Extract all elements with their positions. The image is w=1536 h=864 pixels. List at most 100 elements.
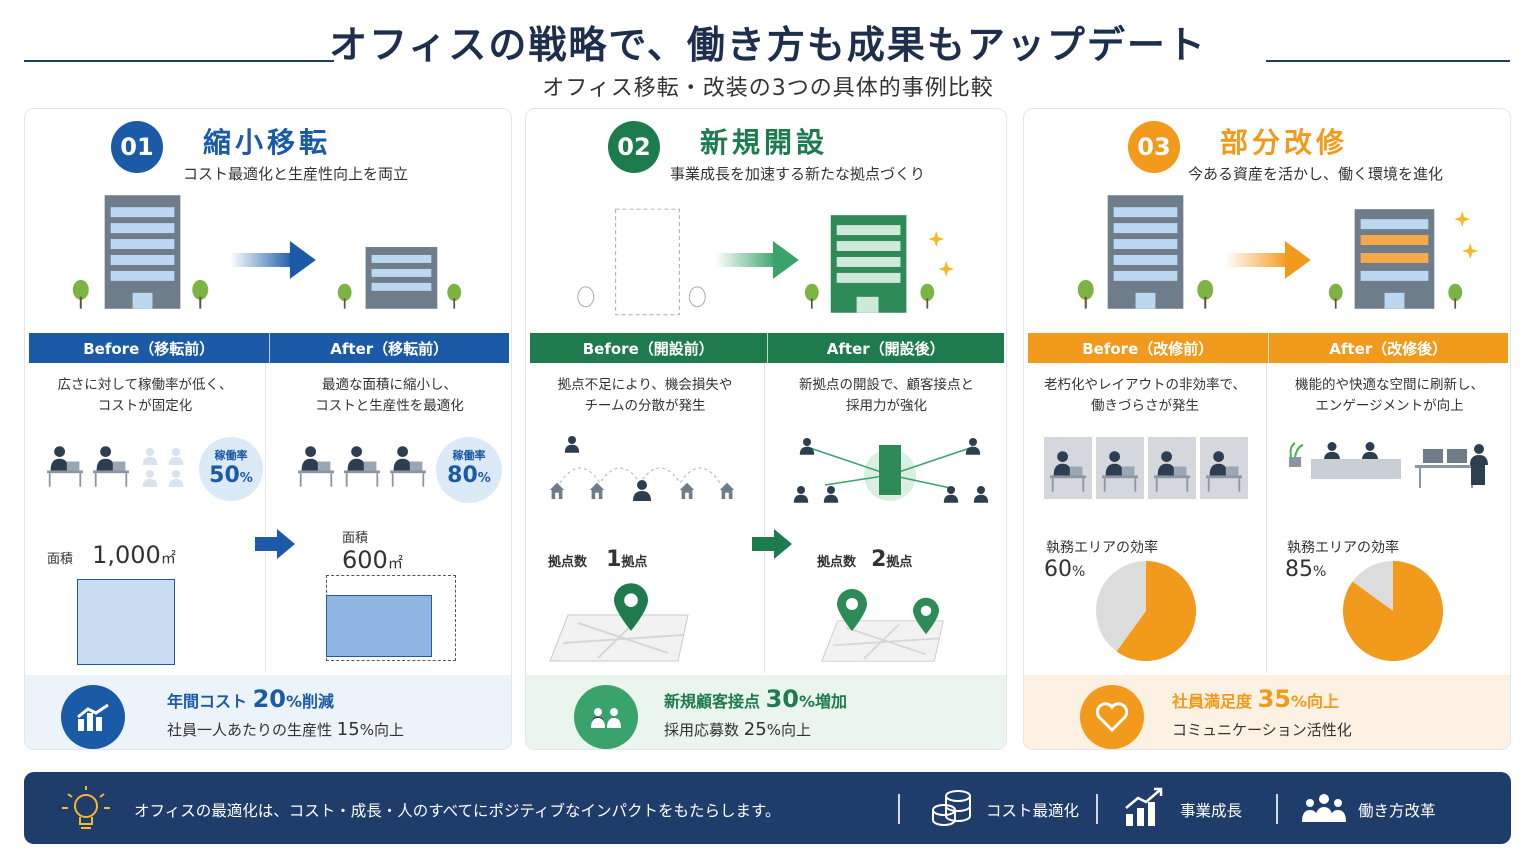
footer-item-growth: 事業成長 <box>1180 802 1243 820</box>
base-label: 拠点数 <box>548 555 588 570</box>
map-pin-icon <box>614 583 648 631</box>
footer-item-workstyle: 働き方改革 <box>1358 802 1436 820</box>
footer-message: オフィスの最適化は、コスト・成長・人のすべてにポジティブなインパクトをもたらしま… <box>134 802 781 820</box>
case-description: コスト最適化と生産性向上を両立 <box>183 165 409 183</box>
result-headline: 年間コスト 20%削減 <box>167 685 334 713</box>
efficiency-readout: 60% <box>1044 557 1085 582</box>
base-readout: 拠点数 2拠点 <box>817 547 912 572</box>
result-unit: %削減 <box>286 692 335 711</box>
after-label: After（開設後） <box>766 333 1005 363</box>
efficiency-unit: % <box>1072 564 1086 580</box>
result-headline: 新規顧客接点 30%増加 <box>664 685 847 713</box>
divider <box>265 363 266 673</box>
arrow-right-icon <box>752 529 792 559</box>
base-unit: 拠点 <box>886 555 913 570</box>
result-label: 新規顧客接点 <box>664 692 761 711</box>
area-unit: ㎡ <box>160 549 176 567</box>
sub-unit: %向上 <box>766 721 811 739</box>
after-text-1: 最適な面積に縮小し、 <box>322 377 457 393</box>
case-title: 部分改修 <box>1220 126 1349 159</box>
before-text-1: 老朽化やレイアウトの非効率で、 <box>1044 377 1246 393</box>
area-label: 面積 <box>342 531 369 546</box>
building-illustration <box>72 195 462 309</box>
result-value: 35 <box>1257 685 1291 713</box>
after-text-2: エンゲージメントが向上 <box>1315 398 1464 414</box>
map-pin-icon <box>913 597 939 635</box>
utilization-value: 80 <box>447 463 478 488</box>
area-label: 面積 <box>47 552 74 567</box>
page-title: オフィスの戦略で、働き方も成果もアップデート <box>329 23 1207 67</box>
before-text-2: コストが固定化 <box>97 398 193 414</box>
result-subline: 採用応募数 25%向上 <box>664 719 811 740</box>
efficiency-label: 執務エリアの効率 <box>1046 540 1158 556</box>
efficiency-unit: % <box>1313 564 1327 580</box>
sub-value: 15 <box>336 719 360 740</box>
team-icon <box>574 685 638 749</box>
new-office-illustration <box>1289 442 1488 488</box>
result-label: 年間コスト <box>167 692 248 711</box>
result-subline: 社員一人あたりの生産性 15%向上 <box>167 719 404 740</box>
chart-up-icon <box>61 685 125 749</box>
sub-unit: %向上 <box>359 721 404 739</box>
after-label: After（改修後） <box>1267 333 1509 363</box>
before-label: Before（移転前） <box>83 339 215 358</box>
building-illustration <box>577 208 955 316</box>
pie-slice <box>1116 561 1196 661</box>
before-column: 老朽化やレイアウトの非効率で、働きづらさが発生 執務エリアの効率 60% <box>1024 363 1266 673</box>
efficiency-readout: 85% <box>1285 557 1326 582</box>
utilization-badge: 稼働率 50% <box>199 437 263 501</box>
before-text-2: 働きづらさが発生 <box>1091 398 1199 414</box>
case-description: 今ある資産を活かし、働く環境を進化 <box>1188 165 1444 183</box>
result-subline: コミュニケーション活性化 <box>1172 721 1352 739</box>
result-panel: 社員満足度 35%向上 コミュニケーション活性化 <box>1024 675 1510 749</box>
after-text-2: 採用力が強化 <box>846 398 927 414</box>
result-label: 社員満足度 <box>1172 692 1253 711</box>
before-text-1: 広さに対して稼働率が低く、 <box>57 377 233 393</box>
case-number: 02 <box>608 121 660 173</box>
efficiency-pie <box>1096 561 1196 661</box>
before-after-bar: Before（改修前） After（改修後） <box>1028 333 1508 363</box>
heart-icon <box>1080 685 1144 749</box>
page-subtitle: オフィス移転・改装の3つの具体的事例比較 <box>542 76 994 101</box>
divider <box>764 363 765 673</box>
efficiency-value: 85 <box>1285 557 1313 582</box>
after-text-1: 機能的や快適な空間に刷新し、 <box>1295 377 1484 393</box>
after-column: 新拠点の開設で、顧客接点と採用力が強化 拠点数 2拠点 <box>765 363 1006 673</box>
result-unit: %増加 <box>799 692 848 711</box>
footer-divider <box>1096 794 1098 824</box>
after-text-1: 新拠点の開設で、顧客接点と <box>799 377 974 393</box>
before-after-bar: Before（移転前） After（移転前） <box>29 333 509 363</box>
desk-illustration <box>47 446 184 487</box>
base-label: 拠点数 <box>817 555 857 570</box>
people-group-icon <box>1302 794 1346 822</box>
lightbulb-icon <box>62 786 110 829</box>
before-text-2: チームの分散が発生 <box>584 398 706 414</box>
old-office-illustration <box>1044 437 1248 499</box>
pie-slice <box>1343 561 1443 661</box>
case-card-new-site: 02 新規開設 事業成長を加速する新たな拠点づくり Before（開設前） Af… <box>525 108 1007 750</box>
case-number: 03 <box>1128 121 1180 173</box>
desk-illustration <box>298 446 426 487</box>
network-illustration <box>793 438 989 503</box>
result-panel: 年間コスト 20%削減 社員一人あたりの生産性 15%向上 <box>25 675 511 749</box>
case-card-renovation: 03 部分改修 今ある資産を活かし、働く環境を進化 Before（改修前） Af… <box>1023 108 1511 750</box>
before-column: 拠点不足により、機会損失やチームの分散が発生 拠点数 1拠点 <box>526 363 764 673</box>
efficiency-label: 執務エリアの効率 <box>1287 540 1399 556</box>
base-readout: 拠点数 1拠点 <box>548 547 647 572</box>
result-panel: 新規顧客接点 30%増加 採用応募数 25%向上 <box>526 675 1006 749</box>
sub-value: 25 <box>743 719 767 740</box>
footer-divider <box>1276 794 1278 824</box>
result-unit: %向上 <box>1291 692 1340 711</box>
footer-item-cost: コスト最適化 <box>986 802 1080 820</box>
footer-banner: オフィスの最適化は、コスト・成長・人のすべてにポジティブなインパクトをもたらしま… <box>24 772 1511 844</box>
case-title: 縮小移転 <box>203 126 332 159</box>
dispersed-team-illustration <box>549 436 735 501</box>
base-value: 2 <box>871 547 887 572</box>
sub-label: 社員一人あたりの生産性 <box>167 721 333 739</box>
before-column: 広さに対して稼働率が低く、コストが固定化 稼働率 50% 面積 1,000㎡ <box>25 363 265 673</box>
area-unit: ㎡ <box>387 554 403 572</box>
area-value: 600 <box>342 546 388 574</box>
growth-chart-icon <box>1125 787 1163 826</box>
